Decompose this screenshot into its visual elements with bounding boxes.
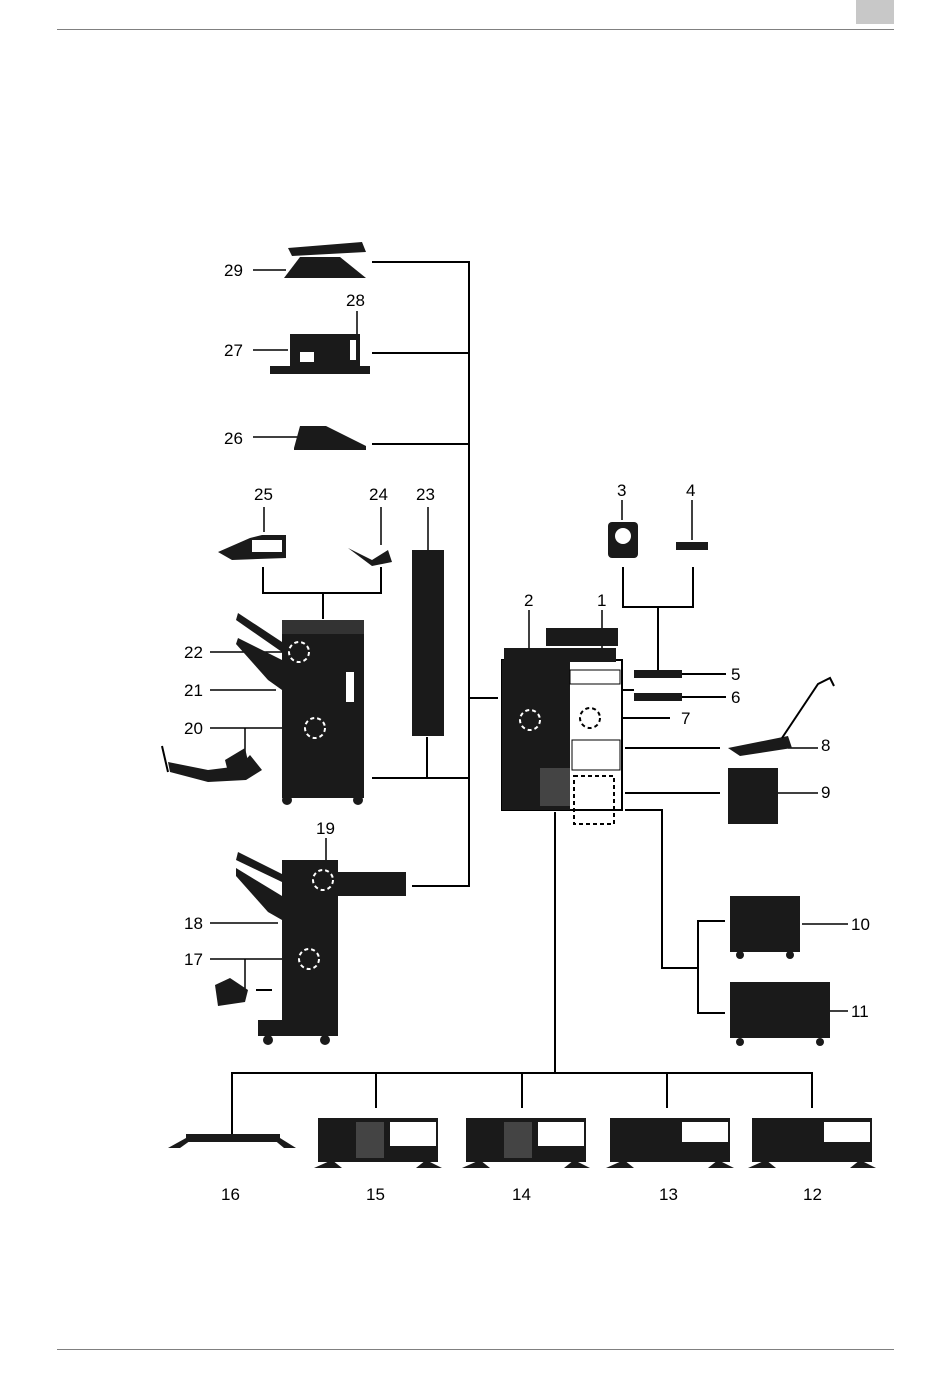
label-18: 18 <box>184 914 203 933</box>
label-10: 10 <box>851 915 870 934</box>
device-26 <box>294 426 366 450</box>
label-6: 6 <box>731 688 740 707</box>
device-3 <box>608 522 638 558</box>
label-8: 8 <box>821 736 830 755</box>
label-28: 28 <box>346 291 365 310</box>
label-7: 7 <box>681 709 690 728</box>
label-17: 17 <box>184 950 203 969</box>
label-14: 14 <box>512 1185 531 1204</box>
device-8 <box>728 678 834 756</box>
device-24 <box>348 548 392 566</box>
device-14 <box>462 1118 590 1168</box>
device-4 <box>676 542 708 550</box>
label-2: 2 <box>524 591 533 610</box>
device-18 <box>236 852 406 1045</box>
devices <box>162 242 876 1168</box>
device-25 <box>218 535 286 560</box>
device-23 <box>412 550 444 736</box>
device-21 <box>236 613 364 805</box>
label-19: 19 <box>316 819 335 838</box>
device-5 <box>634 670 682 678</box>
device-12 <box>748 1118 876 1168</box>
label-12: 12 <box>803 1185 822 1204</box>
label-21: 21 <box>184 681 203 700</box>
device-6 <box>634 693 682 701</box>
label-4: 4 <box>686 481 695 500</box>
label-5: 5 <box>731 665 740 684</box>
device-9 <box>728 768 778 824</box>
label-20: 20 <box>184 719 203 738</box>
label-27: 27 <box>224 341 243 360</box>
label-3: 3 <box>617 481 626 500</box>
device-1 <box>502 628 622 810</box>
device-11 <box>730 982 830 1046</box>
label-24: 24 <box>369 485 388 504</box>
label-11: 11 <box>851 1002 869 1021</box>
label-1: 1 <box>597 591 606 610</box>
device-27 <box>270 334 370 374</box>
device-17 <box>215 978 272 1006</box>
label-15: 15 <box>366 1185 385 1204</box>
label-9: 9 <box>821 783 830 802</box>
label-13: 13 <box>659 1185 678 1204</box>
device-13 <box>606 1118 734 1168</box>
device-20 <box>162 746 262 782</box>
label-16: 16 <box>221 1185 240 1204</box>
device-29 <box>284 242 366 278</box>
device-16 <box>168 1134 296 1148</box>
label-25: 25 <box>254 485 273 504</box>
label-23: 23 <box>416 485 435 504</box>
device-10 <box>730 896 800 959</box>
label-26: 26 <box>224 429 243 448</box>
device-15 <box>314 1118 442 1168</box>
label-29: 29 <box>224 261 243 280</box>
label-22: 22 <box>184 643 203 662</box>
